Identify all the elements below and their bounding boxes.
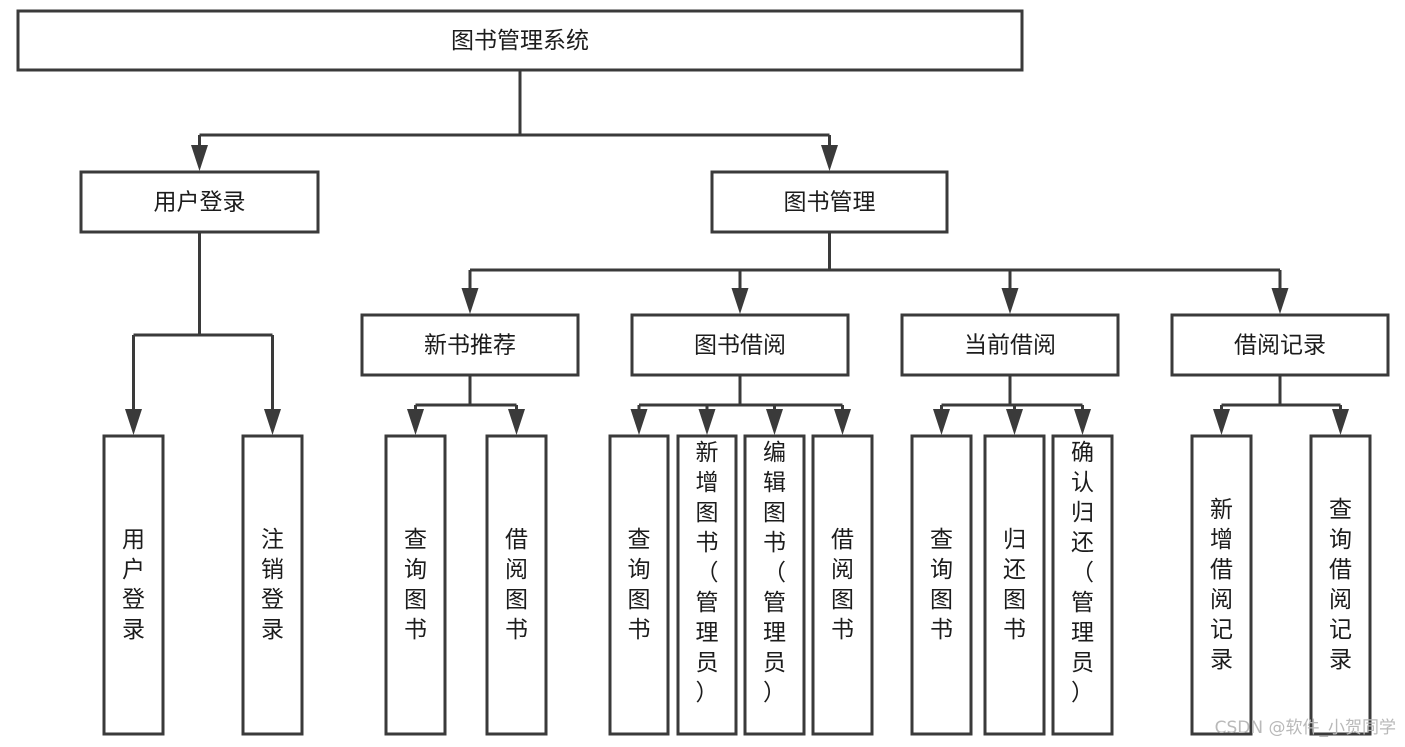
node-box bbox=[1051, 434, 1114, 736]
node-leaf-borrow-book-a[interactable]: 借阅图书 bbox=[485, 434, 548, 736]
node-box bbox=[360, 313, 580, 377]
csdn-watermark: CSDN @软件_小贺同学 bbox=[1215, 718, 1396, 738]
node-leaf-edit-book[interactable]: 编辑图书（管理员） bbox=[743, 434, 806, 736]
node-label: 图书借阅 bbox=[694, 333, 786, 359]
node-label: 借阅图书 bbox=[831, 527, 854, 643]
node-box bbox=[1170, 313, 1390, 377]
edge-group-root bbox=[191, 70, 838, 171]
node-layer: 图书管理系统用户登录图书管理新书推荐图书借阅当前借阅借阅记录用户登录注销登录查询… bbox=[16, 9, 1390, 736]
node-label: 归还图书 bbox=[1003, 527, 1026, 643]
node-box bbox=[1309, 434, 1372, 736]
edge-group-n_user_login bbox=[125, 232, 281, 435]
node-leaf-add-record[interactable]: 新增借阅记录 bbox=[1190, 434, 1253, 736]
edge-group-n_book_manage bbox=[461, 232, 1289, 314]
node-label: 编辑图书（管理员） bbox=[763, 440, 786, 706]
node-label: 图书管理 bbox=[784, 190, 876, 216]
node-label: 查询图书 bbox=[628, 527, 651, 643]
node-box bbox=[79, 170, 320, 234]
node-box bbox=[900, 313, 1120, 377]
node-n-book-borrow[interactable]: 图书借阅 bbox=[630, 313, 850, 377]
edge-group-n_book_borrow bbox=[630, 375, 851, 435]
node-n-current-borrow[interactable]: 当前借阅 bbox=[900, 313, 1120, 377]
node-box bbox=[102, 434, 165, 736]
node-label: 借阅图书 bbox=[505, 527, 528, 643]
node-label: 借阅记录 bbox=[1234, 333, 1326, 359]
node-leaf-logout[interactable]: 注销登录 bbox=[241, 434, 304, 736]
node-label: 查询图书 bbox=[404, 527, 427, 643]
node-label: 注销登录 bbox=[261, 527, 284, 643]
node-leaf-query-book-c[interactable]: 查询图书 bbox=[910, 434, 973, 736]
node-label: 新增借阅记录 bbox=[1210, 497, 1233, 673]
node-leaf-borrow-book-b[interactable]: 借阅图书 bbox=[811, 434, 874, 736]
node-box bbox=[241, 434, 304, 736]
node-n-new-book-rec[interactable]: 新书推荐 bbox=[360, 313, 580, 377]
node-n-book-manage[interactable]: 图书管理 bbox=[710, 170, 949, 234]
node-label: 查询图书 bbox=[930, 527, 953, 643]
node-box bbox=[608, 434, 670, 736]
node-leaf-confirm-return[interactable]: 确认归还（管理员） bbox=[1051, 434, 1114, 736]
node-label: 新书推荐 bbox=[424, 333, 516, 359]
node-label: 用户登录 bbox=[122, 527, 145, 643]
node-label: 查询借阅记录 bbox=[1329, 497, 1352, 673]
node-label: 图书管理系统 bbox=[451, 28, 589, 54]
node-leaf-query-book-b[interactable]: 查询图书 bbox=[608, 434, 670, 736]
node-box bbox=[811, 434, 874, 736]
edge-group-n_current_borrow bbox=[933, 375, 1091, 435]
node-label: 确认归还（管理员） bbox=[1071, 440, 1094, 706]
node-label: 新增图书（管理员） bbox=[696, 440, 719, 706]
node-n-user-login[interactable]: 用户登录 bbox=[79, 170, 320, 234]
node-label: 当前借阅 bbox=[964, 333, 1056, 359]
node-box bbox=[710, 170, 949, 234]
node-leaf-add-book[interactable]: 新增图书（管理员） bbox=[676, 434, 738, 736]
node-box bbox=[676, 434, 738, 736]
node-box bbox=[1190, 434, 1253, 736]
node-box bbox=[910, 434, 973, 736]
node-box bbox=[743, 434, 806, 736]
node-box bbox=[384, 434, 447, 736]
node-box bbox=[16, 9, 1024, 72]
node-box bbox=[630, 313, 850, 377]
edge-group-n_new_book_rec bbox=[407, 375, 525, 435]
edge-group-n_borrow_record bbox=[1213, 375, 1349, 435]
node-leaf-query-book-a[interactable]: 查询图书 bbox=[384, 434, 447, 736]
node-leaf-user-login[interactable]: 用户登录 bbox=[102, 434, 165, 736]
connector-layer bbox=[125, 70, 1349, 435]
node-n-borrow-record[interactable]: 借阅记录 bbox=[1170, 313, 1390, 377]
node-leaf-query-record[interactable]: 查询借阅记录 bbox=[1309, 434, 1372, 736]
node-root[interactable]: 图书管理系统 bbox=[16, 9, 1024, 72]
node-label: 用户登录 bbox=[154, 190, 246, 216]
node-box bbox=[983, 434, 1046, 736]
node-leaf-return-book[interactable]: 归还图书 bbox=[983, 434, 1046, 736]
node-box bbox=[485, 434, 548, 736]
